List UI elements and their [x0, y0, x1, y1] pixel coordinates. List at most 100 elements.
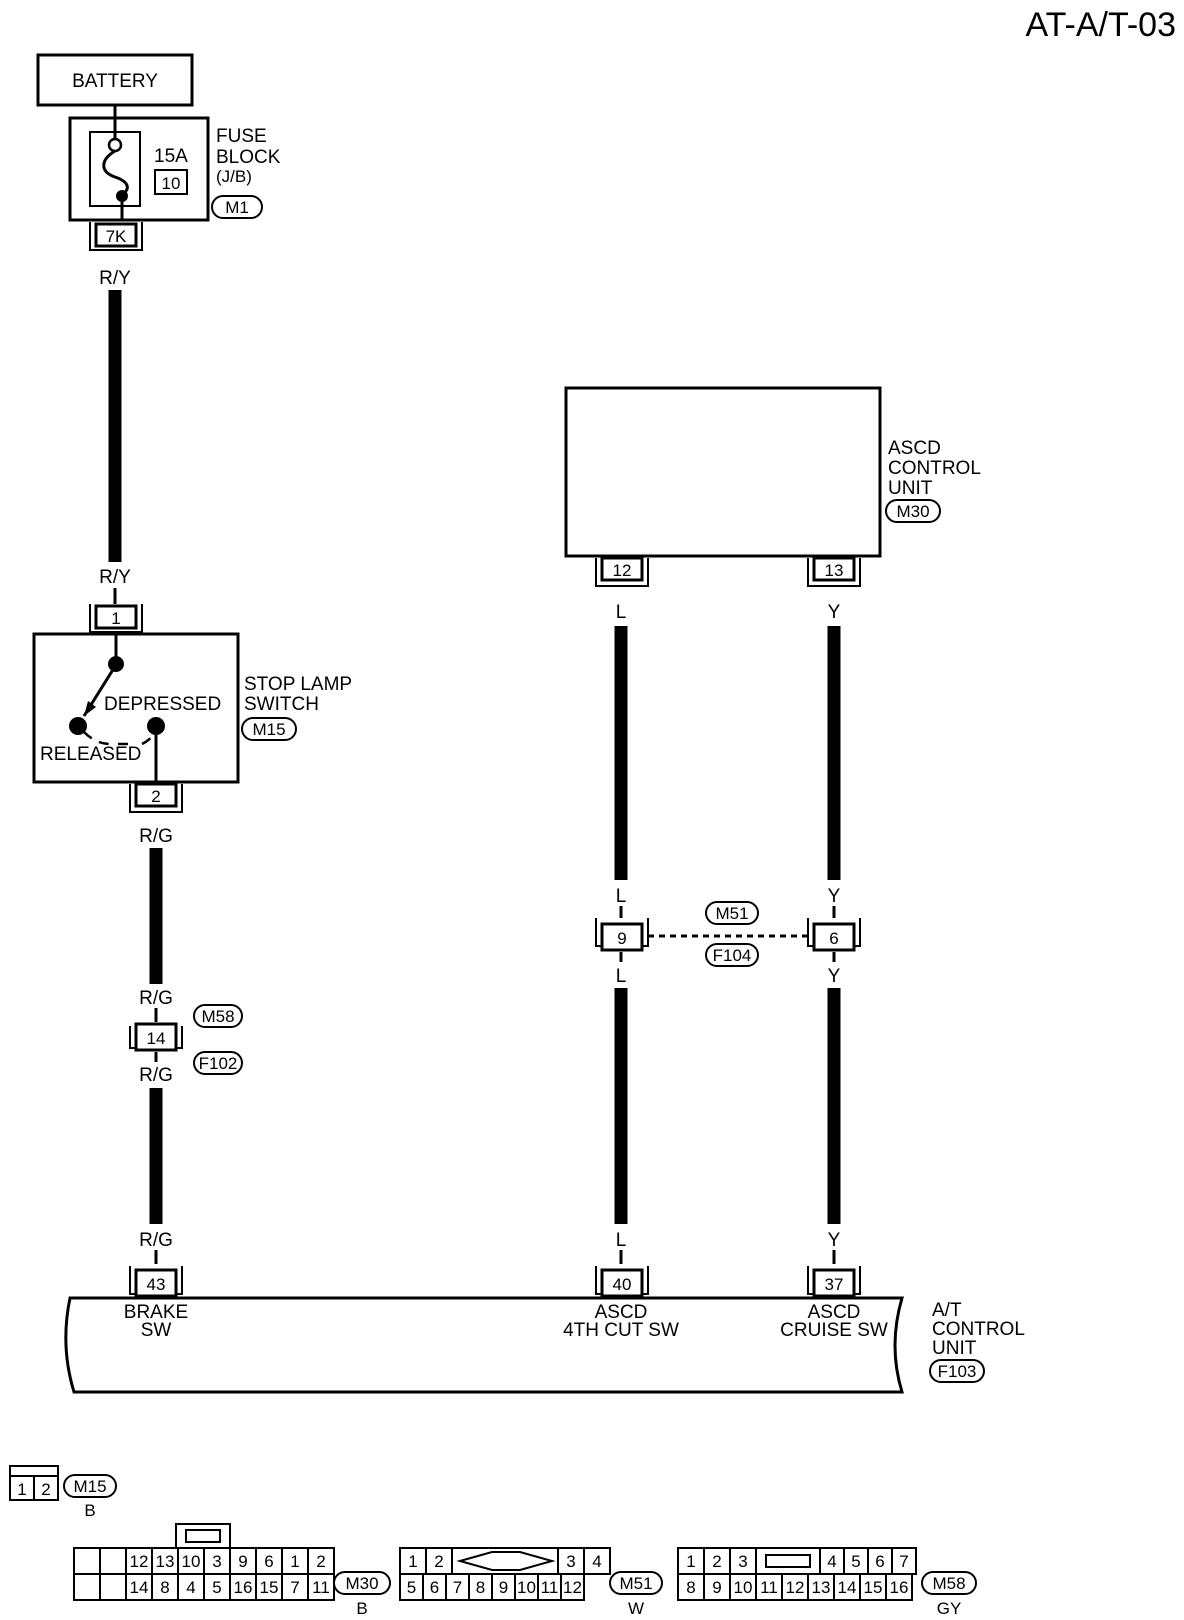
- switch-state-released: RELEASED: [40, 744, 141, 765]
- m58-cell: [833, 1573, 861, 1601]
- terminal-7k: 7K: [89, 222, 143, 251]
- wire-color-rg-3: R/G: [139, 1065, 173, 1086]
- m30-pin-label: 3: [212, 1552, 221, 1571]
- m51-pin-label: 5: [407, 1578, 416, 1597]
- m58-pin-label: 8: [686, 1578, 695, 1597]
- fuse-label-line2: BLOCK: [216, 147, 281, 168]
- m51-cell: [583, 1547, 611, 1575]
- m58-pin-label: 7: [899, 1552, 908, 1571]
- wire-color-rg-4: R/G: [139, 1230, 173, 1251]
- m58-pin-label: 4: [827, 1552, 836, 1571]
- m58-pin-label: 16: [890, 1578, 909, 1597]
- m51-pin-label: 6: [430, 1578, 439, 1597]
- tcu-pin-label-4th-2: 4TH CUT SW: [563, 1320, 679, 1341]
- m51-view-color: W: [628, 1599, 644, 1618]
- m51-cell: [425, 1547, 453, 1575]
- m58-pin-label: 5: [851, 1552, 860, 1571]
- tcu-label-line3: UNIT: [932, 1338, 977, 1359]
- tcu-pin-label-brake-2: SW: [141, 1320, 172, 1341]
- m30-cell: [307, 1547, 335, 1575]
- tcu-terminal-37: 37: [807, 1266, 861, 1298]
- m58-cell: [729, 1547, 757, 1575]
- fuse-label-line1: FUSE: [216, 126, 267, 147]
- svg-text:1: 1: [111, 609, 120, 628]
- m58-pin-label: 11: [760, 1578, 778, 1597]
- m30-cell: [307, 1573, 335, 1601]
- m51-cell: [560, 1573, 585, 1601]
- fuse-rating: 15A: [154, 146, 188, 167]
- m51-pin-label: 3: [566, 1552, 575, 1571]
- tcu-pin-label-cruise-1: ASCD: [808, 1302, 861, 1323]
- m30-pin-label: 1: [290, 1552, 299, 1571]
- wire-color-l-1: L: [616, 602, 627, 623]
- m30-pin-label: 14: [130, 1578, 149, 1597]
- fuse-terminal: 7K: [106, 227, 127, 246]
- m58-cell: [891, 1547, 917, 1575]
- svg-text:9: 9: [617, 929, 626, 948]
- terminal-2: 2: [129, 782, 183, 813]
- ascd-label-line2: CONTROL: [888, 458, 981, 479]
- connector-view-m15: 1 2 M15 B: [9, 1465, 117, 1520]
- m30-pin-label: 10: [182, 1552, 201, 1571]
- m30-cell: [229, 1573, 257, 1601]
- switch-state-depressed: DEPRESSED: [104, 694, 221, 715]
- m58-view-id: M58: [932, 1574, 965, 1593]
- m30-pin-label: 12: [130, 1552, 149, 1571]
- m30-pin-label: 6: [264, 1552, 273, 1571]
- m30-pin-label: 11: [312, 1578, 330, 1597]
- joint-connector-m58: 14: [129, 1022, 183, 1052]
- m30-pin-label: 16: [234, 1578, 253, 1597]
- ascd-label-line1: ASCD: [888, 438, 941, 459]
- m58-pin-label: 10: [734, 1578, 753, 1597]
- ascd-terminal-13: 13: [807, 556, 861, 587]
- m51-pin-label: 11: [541, 1578, 559, 1597]
- m51-connector-id: M51: [715, 904, 748, 923]
- battery: BATTERY: [36, 53, 194, 107]
- tcu-terminal-43: 43: [129, 1266, 183, 1298]
- joint-terminal-9: 9: [595, 918, 649, 952]
- tcu-connector-id: F103: [938, 1362, 977, 1381]
- m51-pin-label: 9: [499, 1578, 508, 1597]
- m51-pin-label: 8: [476, 1578, 485, 1597]
- f102-connector-id: F102: [199, 1054, 238, 1073]
- wire-color-ry-bottom: R/Y: [99, 567, 131, 588]
- m30-cell: [151, 1573, 179, 1601]
- m51-view-id: M51: [619, 1574, 652, 1593]
- m30-pin-label: 8: [160, 1578, 169, 1597]
- m30-cell: [125, 1573, 153, 1601]
- f104-connector-id: F104: [713, 946, 752, 965]
- wire-color-l-3: L: [616, 966, 627, 987]
- m30-view-color: B: [356, 1599, 367, 1618]
- fuse-label-line3: (J/B): [216, 167, 252, 186]
- tcu-label-line1: A/T: [932, 1300, 962, 1321]
- tcu-terminal-40: 40: [595, 1266, 649, 1298]
- tcu-label-line2: CONTROL: [932, 1319, 1025, 1340]
- wire-color-l-4: L: [616, 1230, 627, 1251]
- svg-text:37: 37: [825, 1275, 844, 1294]
- ascd-connector-id: M30: [896, 502, 929, 521]
- m30-pin-label: 4: [186, 1578, 195, 1597]
- m58-cell: [677, 1547, 705, 1575]
- m58-cell: [885, 1573, 913, 1601]
- m58-pin-label: 1: [686, 1552, 695, 1571]
- wire-color-l-2: L: [616, 886, 627, 907]
- fuse-symbol-icon: [102, 149, 129, 196]
- m30-cell: [203, 1573, 231, 1601]
- tcu-pin-label-cruise-2: CRUISE SW: [780, 1320, 888, 1341]
- svg-text:43: 43: [147, 1275, 166, 1294]
- svg-text:1: 1: [17, 1480, 26, 1499]
- m58-pin-label: 13: [812, 1578, 831, 1597]
- wire-color-rg-1: R/G: [139, 826, 173, 847]
- m15-view-color: B: [84, 1501, 95, 1520]
- switch-label-line1: STOP LAMP: [244, 674, 352, 695]
- svg-text:2: 2: [41, 1480, 50, 1499]
- wire-color-y-2: Y: [828, 886, 841, 907]
- ascd-label-line3: UNIT: [888, 478, 933, 499]
- switch-label-line2: SWITCH: [244, 694, 319, 715]
- m58-cell: [859, 1573, 887, 1601]
- svg-text:13: 13: [825, 561, 844, 580]
- m58-connector-id: M58: [201, 1007, 234, 1026]
- switch-connector-id: M15: [252, 720, 285, 739]
- stop-lamp-switch: DEPRESSED RELEASED: [32, 632, 240, 784]
